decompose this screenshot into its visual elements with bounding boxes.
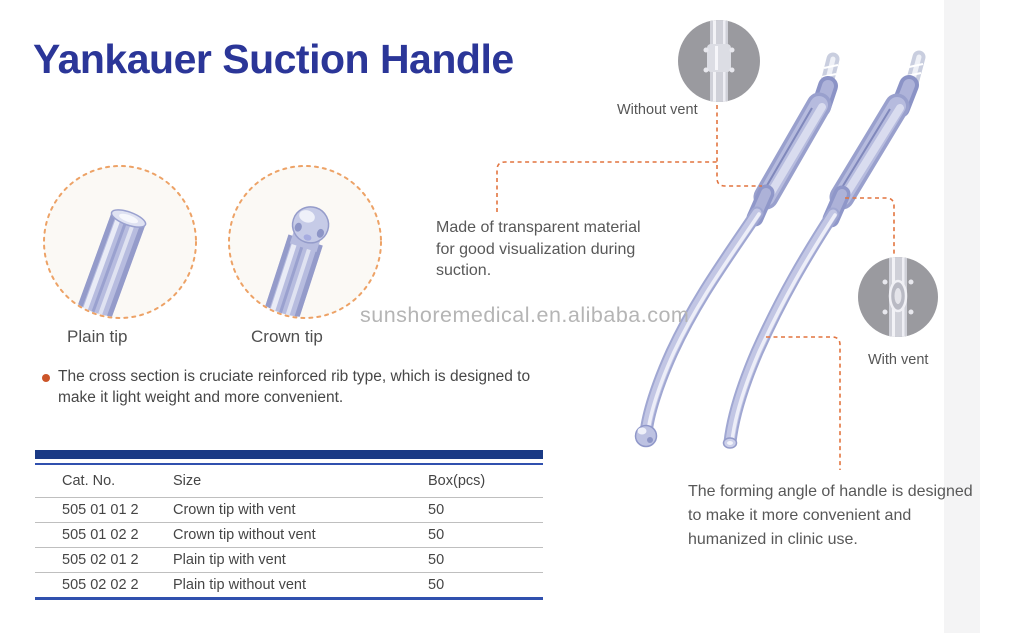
table-bottom-bar — [35, 597, 543, 600]
table-top-bar — [35, 450, 543, 459]
cell-cat-no: 505 02 02 2 — [62, 577, 139, 593]
table-body: 505 01 01 2 Crown tip with vent 50 505 0… — [35, 497, 543, 597]
cell-size: Plain tip with vent — [173, 552, 286, 568]
suction-handle-without-vent — [634, 52, 840, 448]
suction-handle-with-vent — [722, 50, 926, 449]
leader-forming-angle — [766, 336, 841, 470]
transparent-material-note: Made of transparent material for good vi… — [436, 219, 641, 279]
cell-cat-no: 505 01 02 2 — [62, 527, 139, 543]
table-row: 505 01 01 2 Crown tip with vent 50 — [35, 497, 543, 522]
cell-box: 50 — [428, 527, 445, 543]
forming-angle-note: The forming angle of handle is designed … — [688, 483, 973, 548]
cell-cat-no: 505 01 01 2 — [62, 502, 139, 518]
header-cat-no: Cat. No. — [62, 473, 116, 489]
with-vent-closeup-image — [858, 257, 938, 337]
table-accent-line — [35, 463, 543, 465]
with-vent-label: With vent — [868, 352, 929, 368]
background-strip — [944, 0, 980, 633]
table-row: 505 01 02 2 Crown tip without vent 50 — [35, 522, 543, 547]
table-row: 505 02 02 2 Plain tip without vent 50 — [35, 572, 543, 597]
page-title: Yankauer Suction Handle — [33, 36, 514, 82]
cell-size: Crown tip without vent — [173, 527, 316, 543]
without-vent-closeup-image — [678, 20, 760, 102]
cell-size: Plain tip without vent — [173, 577, 306, 593]
feature-bullet-text: The cross section is cruciate reinforced… — [58, 368, 531, 406]
crown-tip-image — [228, 165, 382, 319]
cell-box: 50 — [428, 552, 445, 568]
plain-tip-image — [43, 165, 197, 319]
without-vent-label: Without vent — [617, 102, 698, 118]
leader-with-vent — [845, 197, 895, 255]
table-header-row: Cat. No. Size Box(pcs) — [35, 465, 543, 497]
cell-box: 50 — [428, 577, 445, 593]
cell-box: 50 — [428, 502, 445, 518]
annotation-dashed-lines — [496, 105, 895, 470]
leader-transparent-note — [496, 161, 717, 212]
cell-cat-no: 505 02 01 2 — [62, 552, 139, 568]
cell-size: Crown tip with vent — [173, 502, 296, 518]
plain-tip-label: Plain tip — [67, 327, 128, 346]
leader-without-vent — [716, 105, 762, 187]
header-box-pcs: Box(pcs) — [428, 473, 486, 489]
table-row: 505 02 01 2 Plain tip with vent 50 — [35, 547, 543, 572]
header-size: Size — [173, 473, 202, 489]
watermark-text: sunshoremedical.en.alibaba.com — [360, 303, 690, 327]
bullet-icon — [42, 374, 50, 382]
crown-tip-label: Crown tip — [251, 327, 323, 346]
spec-table: Cat. No. Size Box(pcs) 505 01 01 2 Crown… — [35, 450, 543, 600]
